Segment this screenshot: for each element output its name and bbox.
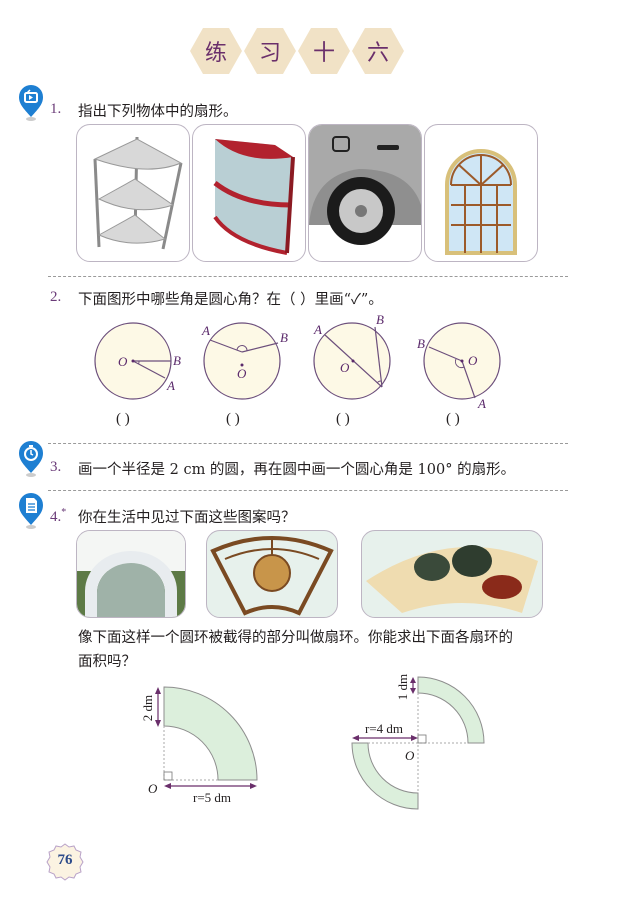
- question-number: 3.: [50, 459, 62, 475]
- svg-text:O: O: [148, 781, 158, 796]
- question-text: 你在生活中见过下面这些图案吗？: [78, 510, 296, 526]
- video-screen-icon: [19, 85, 43, 121]
- svg-text:2 dm: 2 dm: [140, 695, 155, 721]
- answer-blank[interactable]: ( ): [446, 411, 460, 427]
- image-corner-cabinet: [192, 124, 306, 262]
- title-char: 六: [352, 28, 404, 74]
- title-char: 习: [244, 28, 296, 74]
- image-arched-window: [424, 124, 538, 262]
- svg-text:O: O: [405, 748, 415, 763]
- question-text: 画一个半径是 2 cm 的圆，再在圆中画一个圆心角是 100° 的扇形。: [78, 462, 516, 478]
- svg-text:A: A: [477, 396, 486, 410]
- stopwatch-icon: [19, 441, 43, 477]
- image-arch-gate: [76, 530, 186, 618]
- svg-text:A: A: [313, 322, 322, 337]
- question-text: 指出下列物体中的扇形。: [78, 104, 238, 120]
- body-text: 像下面这样一个圆环被截得的部分叫做扇环。你能求出下面各扇环的: [78, 630, 513, 646]
- image-painted-fan: [361, 530, 543, 618]
- image-car-wheel: [308, 124, 422, 262]
- svg-text:B: B: [376, 312, 384, 327]
- optional-star: *: [61, 507, 67, 518]
- svg-text:A: A: [166, 378, 175, 393]
- svg-text:O: O: [468, 353, 478, 368]
- svg-text:r=4 dm: r=4 dm: [365, 721, 403, 736]
- page-number: 76: [57, 852, 73, 868]
- question-number: 4.*: [50, 507, 67, 525]
- svg-text:A: A: [201, 323, 210, 338]
- svg-text:r=5 dm: r=5 dm: [193, 790, 231, 805]
- question-number: 2.: [50, 289, 62, 305]
- svg-text:1 dm: 1 dm: [395, 674, 410, 700]
- answer-blank[interactable]: ( ): [336, 411, 350, 427]
- divider: [48, 490, 568, 491]
- answer-blank[interactable]: ( ): [226, 411, 240, 427]
- image-corner-shelf: [76, 124, 190, 262]
- svg-text:B: B: [280, 330, 288, 345]
- body-text: 面积吗？: [78, 654, 136, 670]
- divider: [48, 443, 568, 444]
- svg-text:O: O: [237, 366, 247, 381]
- svg-text:B: B: [417, 336, 425, 351]
- title-char: 练: [190, 28, 242, 74]
- annulus-sector-diagram-1: 2 dm O r=5 dm: [140, 686, 258, 805]
- image-carved-fan: [206, 530, 338, 618]
- title-char: 十: [298, 28, 350, 74]
- annulus-sector-diagram-2: 1 dm r=4 dm O: [351, 674, 485, 810]
- svg-text:O: O: [118, 354, 128, 369]
- svg-text:O: O: [340, 360, 350, 375]
- answer-blank[interactable]: ( ): [116, 411, 130, 427]
- page-number-badge: 76: [44, 842, 86, 882]
- svg-text:B: B: [173, 353, 181, 368]
- question-number: 1.: [50, 101, 62, 117]
- divider: [48, 276, 568, 277]
- document-icon: [19, 493, 43, 529]
- question-text: 下面图形中哪些角是圆心角？在（ ）里画“✓”。: [78, 292, 383, 308]
